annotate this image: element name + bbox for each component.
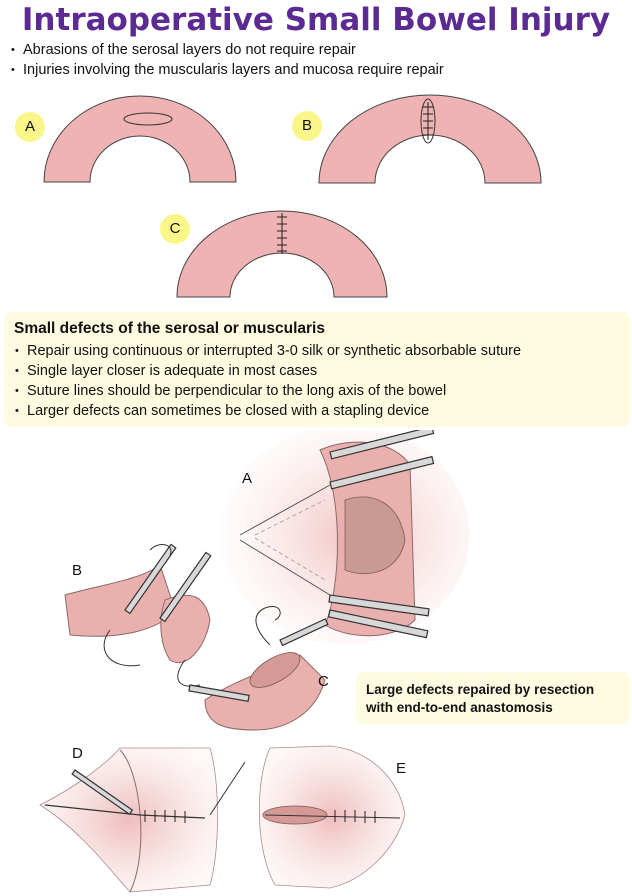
small-defects-bullet: Suture lines should be perpendicular to …: [12, 381, 521, 401]
large-defects-note: Large defects repaired by resection with…: [356, 672, 630, 724]
illustration-panel-d: [39, 747, 246, 893]
bowel-arch-a: [43, 95, 237, 183]
bowel-arch-b: [318, 94, 542, 184]
anastomosis-illustration: [39, 430, 470, 893]
page-title: Intraoperative Small Bowel Injury: [21, 2, 611, 38]
intro-bullet-list: Abrasions of the serosal layers do not r…: [8, 40, 444, 80]
illustration-panel-e: [258, 745, 406, 889]
diagram-label-b: B: [292, 111, 322, 141]
small-defects-title: Small defects of the serosal or muscular…: [14, 320, 325, 337]
illustration-label-e: E: [396, 760, 407, 777]
diagram-label-c: C: [160, 214, 190, 244]
small-defects-bullet: Larger defects can sometimes be closed w…: [12, 401, 521, 421]
illustration-label-b: B: [72, 562, 83, 579]
diagram-label-a: A: [15, 112, 45, 142]
small-defects-bullet-list: Repair using continuous or interrupted 3…: [12, 341, 521, 421]
small-defects-bullet: Single layer closer is adequate in most …: [12, 361, 521, 381]
illustration-label-c: C: [318, 673, 329, 690]
small-defects-bullet: Repair using continuous or interrupted 3…: [12, 341, 521, 361]
illustration-label-a: A: [242, 470, 253, 487]
intro-bullet: Injuries involving the muscularis layers…: [8, 60, 444, 80]
large-defects-line-2: with end-to-end anastomosis: [366, 700, 553, 715]
bowel-arch-c: [176, 210, 388, 298]
large-defects-line-1: Large defects repaired by resection: [366, 682, 595, 697]
illustration-label-d: D: [72, 745, 83, 762]
intro-bullet: Abrasions of the serosal layers do not r…: [8, 40, 444, 60]
small-defects-box: Small defects of the serosal or muscular…: [4, 312, 630, 427]
illustration-panel-a: [220, 430, 470, 645]
illustration-panel-c: [188, 606, 329, 731]
illustration-panel-b: [64, 543, 212, 687]
